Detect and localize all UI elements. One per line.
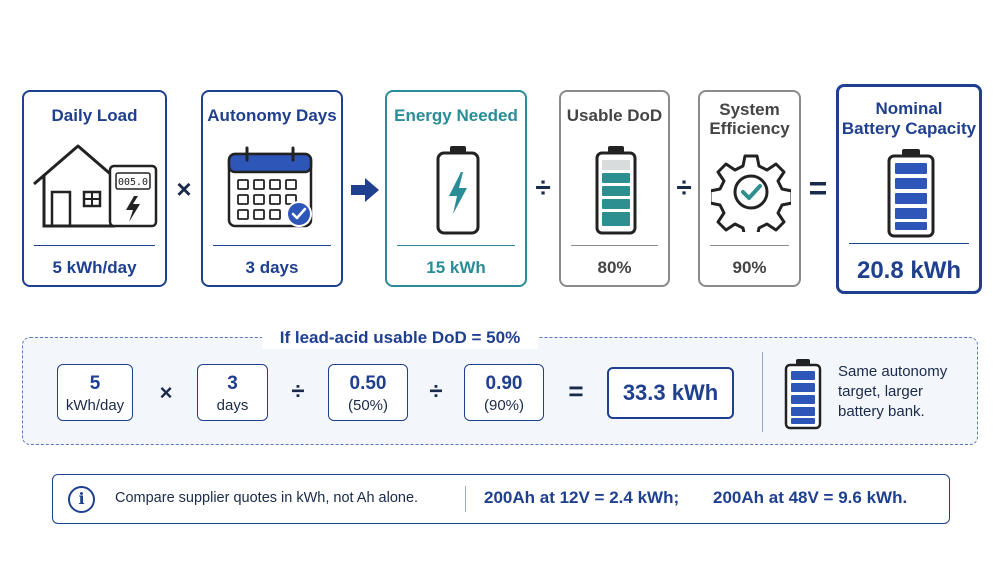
lead-acid-dod-percent: (50%) <box>347 397 388 414</box>
nominal-capacity-title-2: Battery Capacity <box>841 119 977 138</box>
info-separator <box>465 486 466 512</box>
lead-acid-days-box: 3 days <box>197 364 268 421</box>
daily-load-title: Daily Load <box>51 106 138 125</box>
energy-needed-card: Energy Needed 15 kWh <box>385 90 527 287</box>
lead-acid-dod-value: 0.50 <box>349 373 387 394</box>
lead-acid-note-line-3: battery bank. <box>838 403 925 420</box>
lead-acid-result-box: 33.3 kWh <box>607 367 734 419</box>
lead-acid-note-line-2: target, larger <box>838 383 924 400</box>
info-compare-text: Compare supplier quotes in kWh, not Ah a… <box>115 490 419 506</box>
autonomy-days-value: 3 days <box>245 258 299 277</box>
daily-load-value: 5 kWh/day <box>52 258 137 277</box>
lead-acid-result-value: 33.3 kWh <box>622 380 719 405</box>
lead-acid-eff-value: 0.90 <box>485 373 523 394</box>
system-efficiency-title-1: System <box>719 100 780 119</box>
usable-dod-title: Usable DoD <box>566 106 663 125</box>
autonomy-days-card: Autonomy Days 3 days <box>201 90 343 287</box>
lead-acid-load-value: 5 <box>89 373 101 394</box>
info-icon-glyph: i <box>78 489 85 508</box>
lead-acid-divider <box>762 352 763 432</box>
lead-acid-note-line-1: Same autonomy <box>838 363 948 380</box>
lead-acid-load-unit: kWh/day <box>65 397 125 414</box>
lead-acid-days-value: 3 <box>227 373 238 394</box>
battery-bank-icon <box>784 359 822 430</box>
gear-check-icon <box>711 154 791 232</box>
divide-operator: ÷ <box>535 172 551 203</box>
divide-operator-2: ÷ <box>676 172 692 203</box>
lead-acid-load-box: 5 kWh/day <box>57 364 133 421</box>
arrow-right-icon <box>351 178 379 202</box>
nominal-capacity-card: Nominal Battery Capacity 20.8 kWh <box>836 84 982 294</box>
energy-needed-title: Energy Needed <box>394 106 518 125</box>
lead-acid-divide: ÷ <box>291 378 305 405</box>
lead-acid-note: Same autonomy target, larger battery ban… <box>838 362 968 422</box>
info-bar <box>52 474 950 524</box>
system-efficiency-title-2: Efficiency <box>709 119 790 138</box>
battery-full-icon <box>887 149 935 238</box>
daily-load-card: Daily Load 005.0 5 kWh/day <box>22 90 167 287</box>
lead-acid-eff-percent: (90%) <box>483 397 524 414</box>
autonomy-days-title: Autonomy Days <box>207 106 337 125</box>
lead-acid-multiply: × <box>159 380 173 405</box>
lead-acid-days-unit: days <box>216 397 249 414</box>
energy-needed-value: 15 kWh <box>426 258 486 277</box>
nominal-capacity-title-1: Nominal <box>875 99 943 118</box>
usable-dod-value: 80% <box>597 258 632 277</box>
system-efficiency-value: 90% <box>732 258 767 277</box>
system-efficiency-card: System Efficiency 90% <box>698 90 801 287</box>
equals-operator: = <box>808 170 828 206</box>
lead-acid-dod-box: 0.50 (50%) <box>328 364 408 421</box>
usable-dod-card: Usable DoD 80% <box>559 90 670 287</box>
info-example-1: 200Ah at 12V = 2.4 kWh; <box>484 488 680 507</box>
lead-acid-equals: = <box>568 376 584 406</box>
calendar-check-icon <box>227 146 313 228</box>
lead-acid-heading: If lead-acid usable DoD = 50% <box>262 327 538 349</box>
multiply-operator: × <box>176 174 192 204</box>
info-example-2: 200Ah at 48V = 9.6 kWh. <box>713 488 908 507</box>
info-icon: i <box>68 486 95 513</box>
nominal-capacity-value: 20.8 kWh <box>856 257 962 284</box>
house-with-meter-icon: 005.0 <box>33 144 158 228</box>
battery-charging-icon <box>436 146 480 235</box>
lead-acid-eff-box: 0.90 (90%) <box>464 364 544 421</box>
lead-acid-divide-2: ÷ <box>429 378 443 405</box>
battery-level-icon <box>595 146 637 235</box>
meter-reading: 005.0 <box>118 177 148 188</box>
